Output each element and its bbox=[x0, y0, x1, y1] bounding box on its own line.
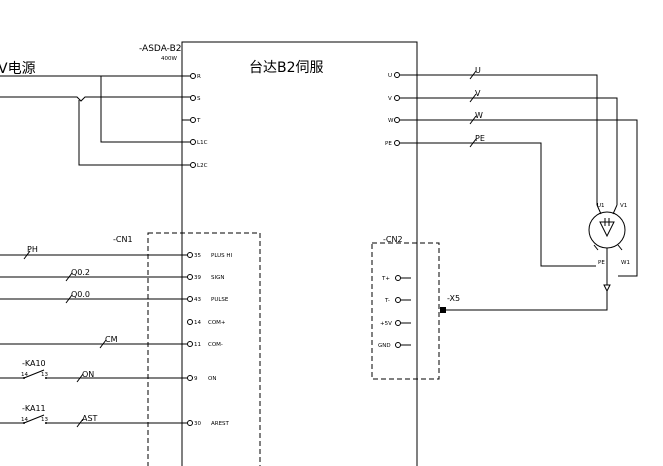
relay-ka11: -KA11 14 13 bbox=[21, 404, 48, 424]
cn2-pin-5v: +5V bbox=[380, 321, 392, 327]
encoder-arrow-icon bbox=[603, 284, 611, 293]
motor-wire-u bbox=[400, 74, 598, 205]
drive-title: 台达B2伺服 bbox=[249, 60, 324, 76]
cn1-pin-num-9: 9 bbox=[194, 376, 198, 382]
cn2-pin-t-plus: T+ bbox=[381, 276, 390, 282]
cn1-pin-name-arest: AREST bbox=[211, 421, 230, 427]
cn2-pin-gnd: GND bbox=[378, 343, 391, 349]
relay-ka10-pin-14: 14 bbox=[21, 372, 28, 378]
supply-label: V电源 bbox=[0, 61, 36, 77]
signal-wires bbox=[0, 250, 187, 428]
motor-wire-label-pe: PE bbox=[475, 134, 485, 143]
motor-terminal-pe: PE bbox=[598, 260, 605, 266]
motor-wire-w bbox=[400, 119, 638, 277]
motor-wire-label-v: V bbox=[475, 89, 481, 98]
x5-connector bbox=[440, 307, 446, 313]
wire-label-q00: Q0.0 bbox=[71, 290, 90, 299]
relay-ka10: -KA10 14 13 bbox=[21, 359, 48, 379]
cn1-pin-name-com-minus: COM- bbox=[208, 342, 223, 348]
cn1-pin-num-14: 14 bbox=[194, 320, 201, 326]
cn1-pin-num-35: 35 bbox=[194, 253, 201, 259]
terminal-label-pe: PE bbox=[385, 141, 392, 147]
relay-ka10-pin-13: 13 bbox=[41, 372, 48, 378]
relay-ka11-pin-14: 14 bbox=[21, 417, 28, 423]
wire-label-ast: AST bbox=[82, 414, 98, 423]
motor-wire-label-w: W bbox=[475, 111, 483, 120]
motor-terminal-v1: V1 bbox=[620, 203, 627, 209]
cn2-tag: -CN2 bbox=[383, 235, 403, 244]
servo-motor-symbol: U1 V1 W1 PE bbox=[440, 203, 630, 313]
servo-drive-box bbox=[181, 41, 418, 466]
terminal-label-u: U bbox=[388, 73, 392, 79]
relay-ka11-pin-13: 13 bbox=[41, 417, 48, 423]
motor-wire-v bbox=[400, 97, 618, 205]
cn1-pin-name-com-plus: COM+ bbox=[208, 320, 226, 326]
terminal-label-w: W bbox=[388, 118, 394, 124]
cn2-block bbox=[371, 242, 440, 380]
cn1-pin-name-sign: SIGN bbox=[211, 275, 225, 281]
cn1-pin-name-pulse: PULSE bbox=[211, 297, 229, 303]
wire-label-cm: CM bbox=[105, 335, 118, 344]
motor-wire-pe bbox=[400, 142, 596, 267]
terminal-label-s: S bbox=[197, 96, 201, 102]
cn1-pin-name-on: ON bbox=[208, 376, 216, 382]
cn2-pin-t-minus: T- bbox=[384, 298, 390, 304]
wire-l1c bbox=[100, 76, 192, 143]
motor-terminal-u1: U1 bbox=[597, 203, 605, 209]
motor-icon bbox=[588, 211, 626, 249]
cn1-block bbox=[147, 232, 261, 466]
motor-terminal-w1: W1 bbox=[621, 260, 630, 266]
wire-l2c bbox=[78, 100, 192, 166]
cn1-pin-num-11: 11 bbox=[194, 342, 201, 348]
drive-tag: -ASDA-B2 bbox=[139, 44, 181, 54]
connector-x5-label: -X5 bbox=[447, 294, 460, 303]
terminal-label-v: V bbox=[388, 96, 392, 102]
relay-ka10-tag: -KA10 bbox=[22, 359, 46, 368]
wire-label-on: ON bbox=[82, 370, 94, 379]
wire-label-ph: PH bbox=[27, 245, 38, 254]
wire-label-q02: Q0.2 bbox=[71, 268, 90, 277]
cn1-tag: -CN1 bbox=[113, 235, 133, 244]
cn1-pin-name-plus-hi: PLUS HI bbox=[211, 253, 233, 259]
relay-ka11-tag: -KA11 bbox=[22, 404, 46, 413]
cn1-pin-num-39: 39 bbox=[194, 275, 201, 281]
cn1-pin-num-43: 43 bbox=[194, 297, 201, 303]
terminal-label-t: T bbox=[196, 118, 201, 124]
motor-wire-label-u: U bbox=[475, 66, 481, 75]
cn1-pin-num-30: 30 bbox=[194, 421, 201, 427]
cn1-pins: 35 39 43 14 11 9 30 PLUS HI SIGN PULSE C… bbox=[187, 252, 233, 427]
terminal-label-l1c: L1C bbox=[197, 140, 208, 146]
cn2-pins: T+ T- +5V GND bbox=[378, 275, 411, 349]
power-input-terminals: R S T L1C L2C bbox=[190, 73, 208, 169]
motor-output-terminals: U V W PE bbox=[385, 72, 400, 147]
drive-rating: 400W bbox=[161, 56, 177, 62]
terminal-label-l2c: L2C bbox=[197, 163, 208, 169]
wire-s bbox=[0, 96, 192, 102]
terminal-label-r: R bbox=[197, 74, 201, 80]
motor-wire-slashes bbox=[469, 70, 477, 148]
